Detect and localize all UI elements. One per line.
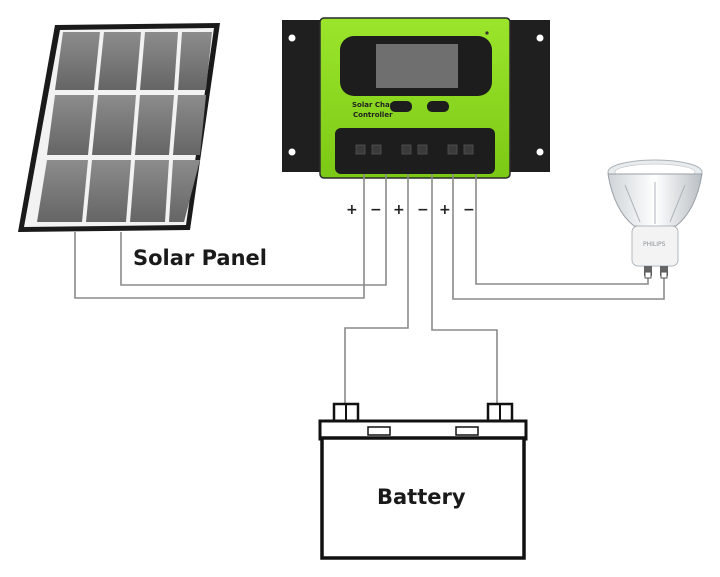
terminal-sign-3: +: [393, 202, 405, 218]
controller-button-left: [390, 101, 412, 112]
terminal-labels: + − + − + −: [346, 202, 475, 218]
wires: [74, 174, 665, 404]
light-bulb-icon: PHILIPS: [607, 159, 703, 279]
battery-label: Battery: [377, 485, 466, 509]
solar-panel-icon: [18, 23, 220, 232]
bulb-brand-label: PHILIPS: [643, 241, 666, 248]
terminal-sign-6: −: [463, 202, 475, 218]
solar-panel-label: Solar Panel: [133, 246, 267, 270]
controller-terminal-block: [335, 128, 495, 174]
terminal-sign-2: −: [370, 202, 382, 218]
controller-screen: [376, 44, 458, 88]
battery-icon: Battery: [318, 402, 528, 560]
controller-label-line1: Solar Charge: [352, 101, 403, 109]
terminal-sign-4: −: [417, 202, 429, 218]
solar-cells: [37, 32, 212, 222]
controller-label-line2: Controller: [353, 111, 393, 119]
terminal-sign-5: +: [439, 202, 451, 218]
charge-controller-icon: Solar Charge Controller: [282, 17, 550, 179]
terminal-sign-1: +: [346, 202, 358, 218]
controller-button-right: [427, 101, 449, 112]
